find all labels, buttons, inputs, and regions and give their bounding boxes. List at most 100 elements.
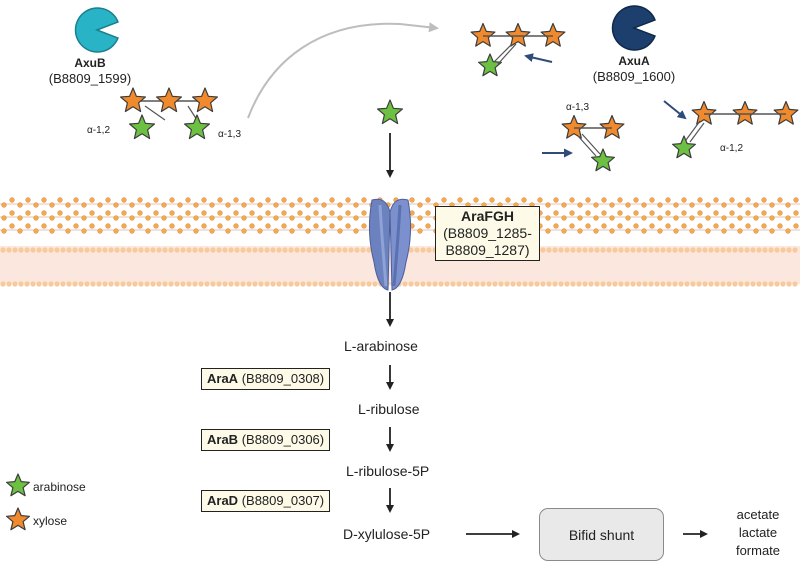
- arabinose-star-icon: [129, 114, 155, 140]
- membrane-lipid-head: [270, 281, 276, 287]
- membrane-lipid-head: [564, 247, 570, 253]
- membrane-lipid-head: [265, 223, 271, 229]
- membrane-lipid-head: [169, 197, 175, 203]
- membrane-lipid-head: [625, 215, 631, 221]
- membrane-lipid-head: [66, 247, 72, 253]
- membrane-lipid-head: [354, 247, 360, 253]
- membrane-lipid-head: [793, 210, 799, 216]
- axua-substrate-right: [685, 113, 786, 143]
- membrane-lipid-head: [300, 247, 306, 253]
- product-acetate: acetate: [736, 507, 780, 522]
- membrane-lipid-head: [684, 281, 690, 287]
- membrane-lipid-head: [708, 247, 714, 253]
- membrane-lipid-head: [41, 223, 47, 229]
- membrane-lipid-head: [201, 210, 207, 216]
- membrane-lipid-head: [353, 215, 359, 221]
- enzyme-arab: AraB (B8809_0306): [201, 429, 331, 451]
- membrane-lipid-head: [126, 247, 132, 253]
- arabinose-star-icon: [377, 99, 403, 125]
- membrane-lipid-head: [576, 247, 582, 253]
- membrane-lipid-head: [288, 281, 294, 287]
- membrane-lipid-head: [97, 228, 103, 234]
- membrane-lipid-head: [486, 281, 492, 287]
- membrane-lipid-head: [185, 210, 191, 216]
- membrane-lipid-head: [78, 247, 84, 253]
- membrane-lipid-head: [337, 228, 343, 234]
- membrane-lipid-head: [60, 247, 66, 253]
- membrane-lipid-head: [576, 281, 582, 287]
- membrane-lipid-head: [705, 215, 711, 221]
- membrane-lipid-head: [225, 215, 231, 221]
- membrane-lipid-head: [665, 210, 671, 216]
- membrane-lipid-head: [313, 197, 319, 203]
- membrane-lipid-head: [617, 197, 623, 203]
- membrane-lipid-head: [793, 197, 799, 203]
- membrane-lipid-head: [270, 247, 276, 253]
- membrane-lipid-head: [408, 281, 414, 287]
- membrane-lipid-head: [180, 281, 186, 287]
- membrane-lipid-head: [161, 215, 167, 221]
- membrane-lipid-head: [36, 247, 42, 253]
- membrane-lipid-head: [330, 247, 336, 253]
- membrane-lipid-head: [225, 228, 231, 234]
- membrane-lipid-head: [144, 247, 150, 253]
- membrane-lipid-head: [570, 281, 576, 287]
- membrane-lipid-head: [177, 215, 183, 221]
- membrane-lipid-head: [558, 247, 564, 253]
- axua-substrate-top: [483, 35, 553, 65]
- membrane-lipid-head: [354, 281, 360, 287]
- membrane-lipid-head: [102, 281, 108, 287]
- membrane-lipid-head: [361, 223, 367, 229]
- membrane-lipid-head: [12, 281, 18, 287]
- membrane-lipid-head: [0, 247, 6, 253]
- linkage-a12-right: α-1,2: [720, 143, 744, 154]
- membrane-lipid-head: [329, 223, 335, 229]
- membrane-lipid-head: [642, 281, 648, 287]
- membrane-lipid-head: [9, 210, 15, 216]
- membrane-lipid-head: [582, 247, 588, 253]
- membrane-lipid-head: [612, 281, 618, 287]
- membrane-lipid-head: [792, 281, 798, 287]
- xylose-star-icon: [505, 22, 531, 47]
- membrane-lipid-head: [582, 281, 588, 287]
- membrane-lipid-head: [209, 215, 215, 221]
- membrane-lipid-head: [281, 197, 287, 203]
- legend-xylose-label: xylose: [33, 514, 68, 528]
- membrane-lipid-head: [737, 202, 743, 208]
- membrane-lipid-head: [25, 210, 31, 216]
- membrane-lipid-head: [193, 228, 199, 234]
- xylose-star-icon: [120, 87, 146, 113]
- xylose-star-icon: [156, 87, 182, 113]
- membrane-lipid-head: [577, 228, 583, 234]
- membrane-lipid-head: [408, 247, 414, 253]
- legend-arabinose-label: arabinose: [33, 480, 86, 494]
- membrane-lipid-head: [585, 210, 591, 216]
- membrane-lipid-head: [318, 281, 324, 287]
- membrane-lipid-head: [273, 215, 279, 221]
- membrane-lipid-head: [624, 281, 630, 287]
- membrane-lipid-head: [361, 197, 367, 203]
- membrane-lipid-head: [138, 247, 144, 253]
- linkage-a13-right: α-1,3: [566, 102, 590, 113]
- membrane-lipid-head: [366, 281, 372, 287]
- membrane-lipid-head: [744, 281, 750, 287]
- membrane-lipid-head: [6, 247, 12, 253]
- membrane-lipid-head: [294, 247, 300, 253]
- membrane-lipid-head: [561, 215, 567, 221]
- membrane-lipid-head: [264, 281, 270, 287]
- membrane-lipid-head: [24, 247, 30, 253]
- membrane-lipid-head: [186, 247, 192, 253]
- membrane-lipid-head: [720, 247, 726, 253]
- membrane-lipid-head: [265, 197, 271, 203]
- membrane-lipid-head: [414, 247, 420, 253]
- membrane-lipid-head: [786, 247, 792, 253]
- membrane-lipid-head: [330, 281, 336, 287]
- membrane-lipid-head: [762, 281, 768, 287]
- membrane-lipid-head: [81, 202, 87, 208]
- membrane-lipid-head: [625, 202, 631, 208]
- membrane-lipid-head: [753, 202, 759, 208]
- membrane-lipid-head: [233, 197, 239, 203]
- membrane-lipid-head: [732, 247, 738, 253]
- membrane-lipid-head: [216, 247, 222, 253]
- arafgh-locus-1: (B8809_1285-: [443, 225, 532, 241]
